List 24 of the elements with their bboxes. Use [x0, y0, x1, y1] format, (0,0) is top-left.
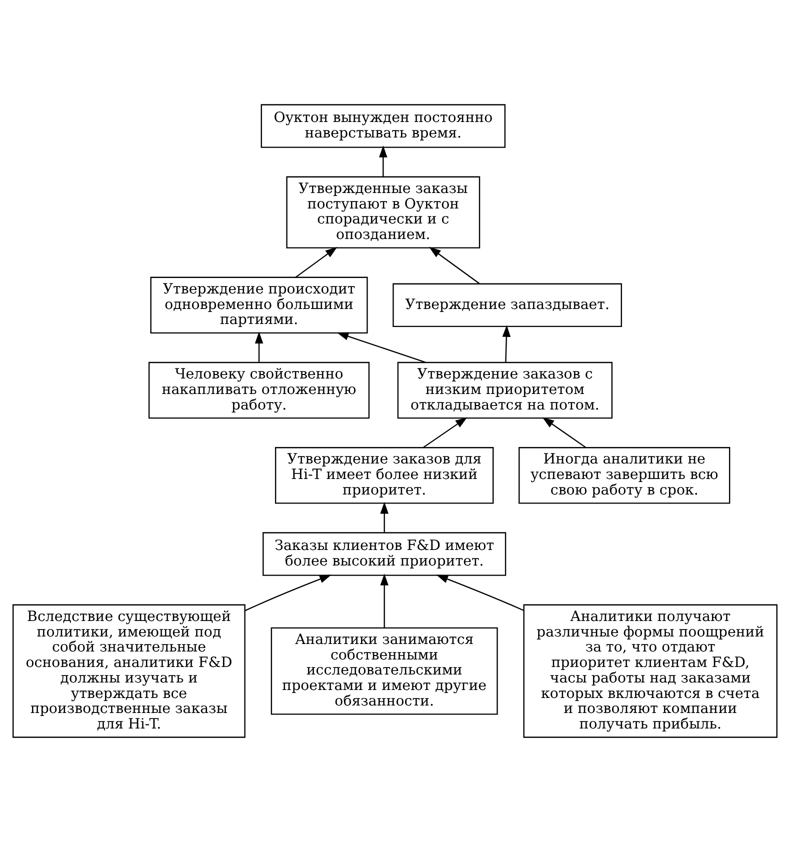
- arrow: [379, 146, 388, 176]
- arrow: [254, 332, 264, 362]
- node-box: Иногда аналитики не успевают завершить всю свою работу в срок.: [518, 447, 730, 504]
- node-box: Утверждение заказов с низким приоритетом откладывается на потом.: [397, 362, 613, 419]
- arrow: [422, 417, 468, 448]
- node-box: Оуктон вынужден постоянно наверстывать время.: [260, 104, 506, 148]
- arrow: [436, 574, 524, 611]
- arrow: [380, 574, 388, 628]
- node-box: Аналитики получают различные формы поощрений за то, что отдают приоритет клиентам F&D, часы работы над заказами которых включаются в счета и позволяют компании получать прибыль.: [523, 604, 778, 738]
- node-box: Человеку свойственно накапливать отложенную работу.: [148, 362, 370, 419]
- node-box: Заказы клиентов F&D имеют более высокий приоритет.: [262, 532, 506, 576]
- arrow: [380, 502, 388, 532]
- arrow: [429, 246, 480, 284]
- node-box: Утверждение запаздывает.: [392, 283, 622, 327]
- node-box: Аналитики занимаются собственными исследовательскими проектами и имеют другие обязанности.: [270, 627, 498, 715]
- arrow: [502, 325, 511, 362]
- arrow: [542, 417, 586, 448]
- node-box: Утверждение происходит одновременно большими партиями.: [150, 276, 368, 334]
- node-box: Утвержденные заказы поступают в Оуктон спорадически и с опозданием.: [286, 176, 480, 248]
- arrow: [244, 574, 332, 612]
- arrow: [295, 246, 338, 278]
- arrow: [336, 332, 426, 363]
- node-box: Вследствие существующей политики, имеющей под собой значительные основания, аналитики F&D должны изучать и утверждать все производственные заказы для Hi-T.: [12, 604, 246, 738]
- node-box: Утверждение заказов для Hi-T имеет более низкий приоритет.: [275, 447, 494, 504]
